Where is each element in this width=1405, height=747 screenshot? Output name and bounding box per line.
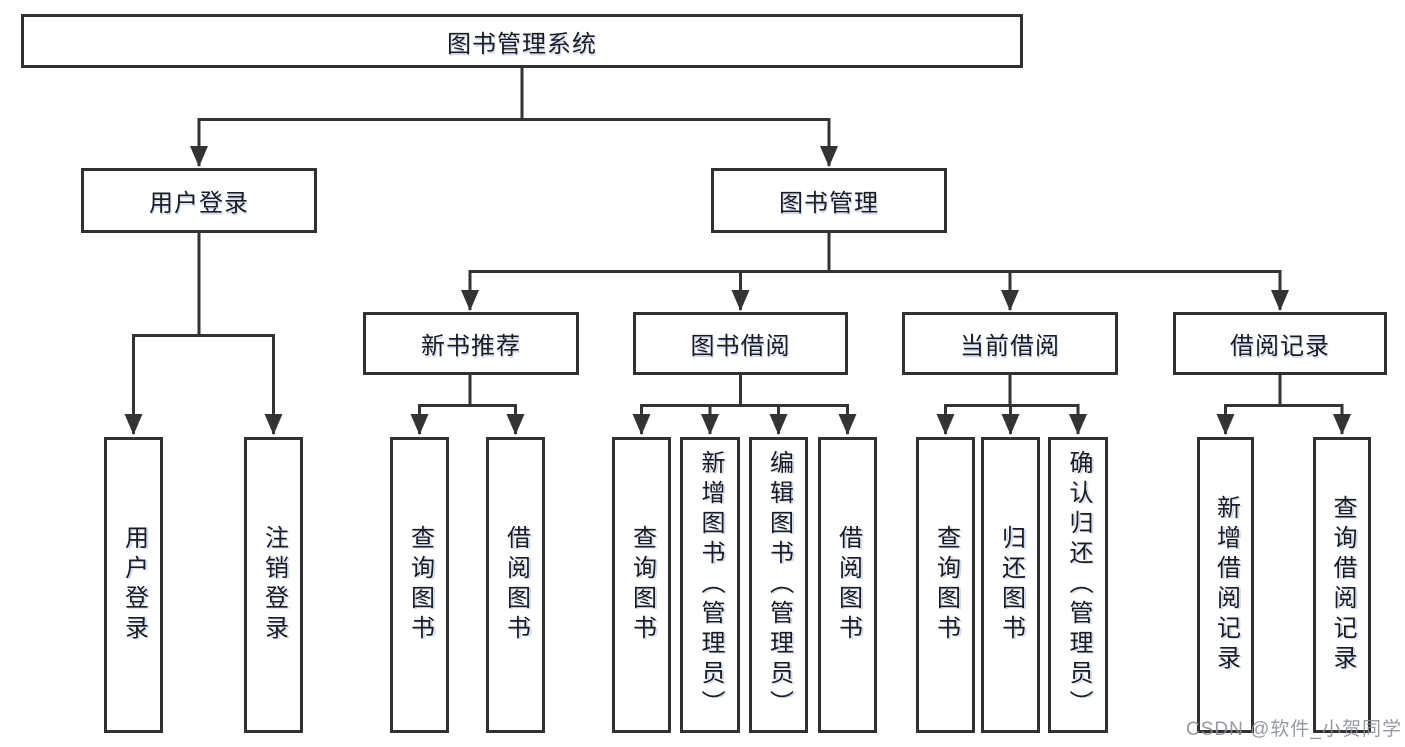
node-book-management-label: 图书管理: [779, 190, 879, 217]
node-new-book-recommend-label: 新书推荐: [421, 333, 521, 360]
node-book-management: 图书管理: [711, 168, 947, 233]
node-current-borrow-label: 当前借阅: [960, 333, 1060, 360]
leaf-borrow-books-label: 借阅图书: [502, 525, 530, 645]
leaf-query-books: 查询图书: [612, 437, 671, 733]
leaf-add-books-admin-label: 新增图书（管理员）: [697, 450, 724, 720]
leaf-query-borrow-record: 查询借阅记录: [1313, 437, 1371, 733]
node-new-book-recommend: 新书推荐: [363, 312, 579, 375]
leaf-query-books: 查询图书: [390, 437, 449, 733]
leaf-query-books-label: 查询图书: [628, 525, 656, 645]
leaf-confirm-return-admin: 确认归还（管理员）: [1048, 437, 1108, 733]
node-book-borrow: 图书借阅: [633, 312, 848, 375]
node-current-borrow: 当前借阅: [902, 312, 1118, 375]
leaf-query-books-label: 查询图书: [406, 525, 434, 645]
node-root-system: 图书管理系统: [21, 14, 1023, 68]
node-borrow-records: 借阅记录: [1173, 312, 1387, 375]
leaf-add-books-admin: 新增图书（管理员）: [680, 437, 740, 733]
csdn-watermark: CSDN @软件_小贺同学: [1186, 719, 1402, 740]
leaf-borrow-books: 借阅图书: [818, 437, 877, 733]
leaf-user-login-label: 用户登录: [120, 525, 148, 645]
leaf-return-books-label: 归还图书: [997, 525, 1025, 645]
leaf-query-books: 查询图书: [916, 437, 975, 733]
leaf-add-borrow-record: 新增借阅记录: [1197, 437, 1254, 733]
leaf-edit-books-admin-label: 编辑图书（管理员）: [765, 450, 793, 720]
leaf-user-login: 用户登录: [104, 437, 163, 733]
leaf-logout-label: 注销登录: [260, 525, 288, 645]
leaf-add-borrow-record-label: 新增借阅记录: [1212, 495, 1240, 675]
leaf-borrow-books: 借阅图书: [486, 437, 545, 733]
leaf-borrow-books-label: 借阅图书: [834, 525, 862, 645]
node-book-borrow-label: 图书借阅: [690, 333, 791, 360]
leaf-confirm-return-admin-label: 确认归还（管理员）: [1065, 450, 1092, 720]
node-root-label: 图书管理系统: [447, 30, 597, 58]
leaf-logout: 注销登录: [244, 437, 303, 733]
node-user-login: 用户登录: [81, 168, 317, 233]
leaf-edit-books-admin: 编辑图书（管理员）: [749, 437, 808, 733]
leaf-query-books-label: 查询图书: [932, 525, 960, 645]
leaf-return-books: 归还图书: [981, 437, 1040, 733]
node-user-login-label: 用户登录: [149, 190, 249, 217]
node-borrow-records-label: 借阅记录: [1230, 333, 1330, 360]
leaf-query-borrow-record-label: 查询借阅记录: [1329, 495, 1356, 675]
